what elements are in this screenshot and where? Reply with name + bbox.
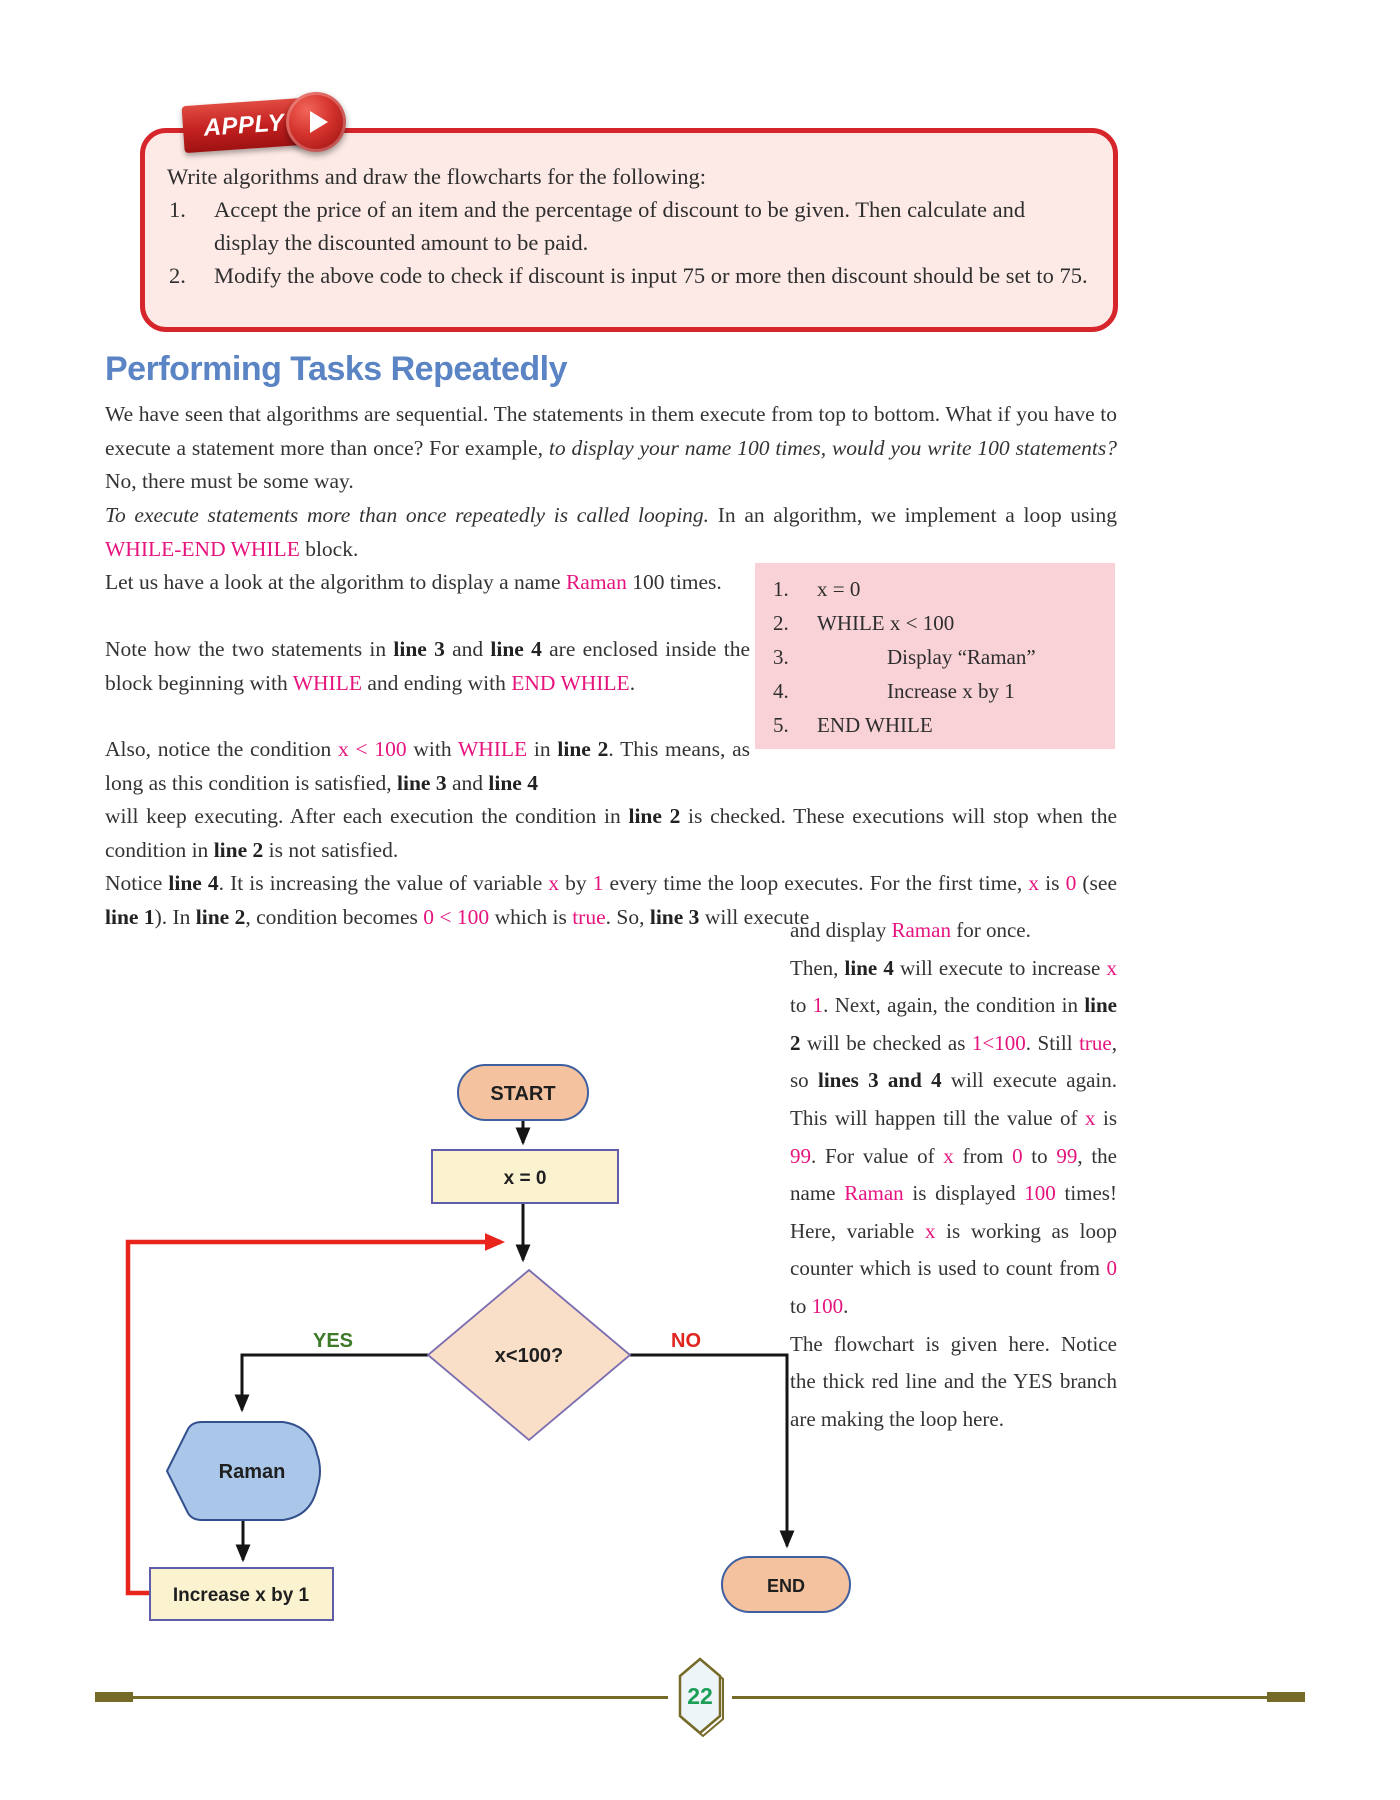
display-node: [165, 1421, 322, 1521]
init-node-label: x = 0: [504, 1168, 547, 1189]
algorithm-line-4-number: 4.: [773, 678, 789, 703]
algorithm-line-1-number: 1.: [773, 576, 789, 601]
section-title: Performing Tasks Repeatedly: [105, 350, 568, 388]
apply-play-icon: [286, 92, 346, 152]
flowchart-side-column: and display Raman for once. Then, line 4…: [790, 912, 1117, 1438]
loop-back-red-line: [125, 1233, 506, 1596]
apply-item-1-text: Accept the price of an item and the perc…: [214, 197, 1026, 255]
algorithm-line-2: 2. WHILE x < 100: [755, 606, 1115, 640]
paragraph-4: Note how the two statements in line 3 an…: [105, 637, 750, 695]
paragraph-9: Then, line 4 will execute to increase x …: [790, 955, 1118, 1318]
paragraph-1: We have seen that algorithms are sequent…: [105, 402, 1117, 493]
footer-rule-left-cap: [95, 1692, 133, 1702]
connector-no-branch: [630, 1353, 795, 1549]
paragraph-2: To execute statements more than once rep…: [105, 503, 1117, 561]
apply-exercise-box: Write algorithms and draw the flowcharts…: [140, 128, 1118, 332]
algorithm-line-4: 4. Increase x by 1: [755, 674, 1115, 708]
algorithm-line-1: 1. x = 0: [755, 572, 1115, 606]
page-number-badge: 22: [678, 1657, 724, 1738]
decision-node-label: x<100?: [495, 1345, 563, 1367]
apply-intro-text: Write algorithms and draw the flowcharts…: [167, 164, 706, 189]
end-node-label: END: [767, 1576, 805, 1596]
apply-item-2-number: 2.: [169, 263, 186, 288]
apply-badge-label: APPLY: [202, 108, 286, 142]
footer-rule-left: [95, 1696, 668, 1699]
paragraph-3: Let us have a look at the algorithm to d…: [105, 570, 722, 594]
yes-branch-label: YES: [313, 1330, 353, 1352]
algorithm-line-5-text: END WHILE: [817, 712, 933, 737]
start-node-label: START: [490, 1083, 555, 1105]
paragraph-7: Notice line 4. It is increasing the valu…: [105, 871, 1118, 929]
algorithm-line-1-text: x = 0: [817, 576, 861, 601]
start-node: [457, 1064, 589, 1121]
page-badge-hexagon: [678, 1657, 722, 1735]
connector-yes-branch: [234, 1353, 428, 1413]
apply-item-2-text: Modify the above code to check if discou…: [214, 263, 1088, 288]
footer-rule-right-cap: [1267, 1692, 1305, 1702]
algorithm-listing-box: 1. x = 0 2. WHILE x < 100 3. Display “Ra…: [755, 563, 1115, 749]
no-branch-label: NO: [671, 1330, 701, 1352]
paragraph-8: and display Raman for once.: [790, 918, 1031, 942]
page-number: 22: [687, 1683, 713, 1709]
increment-node: [149, 1567, 334, 1621]
algorithm-line-2-number: 2.: [773, 610, 789, 635]
algorithm-line-5-number: 5.: [773, 712, 789, 737]
decision-node: [426, 1268, 632, 1442]
footer-rule-right: [732, 1696, 1305, 1699]
algorithm-line-3: 3. Display “Raman”: [755, 640, 1115, 674]
algorithm-line-3-text: Display “Raman”: [887, 644, 1036, 669]
algorithm-line-4-text: Increase x by 1: [887, 678, 1015, 703]
paragraph-10: The flowchart is given here. Notice the …: [790, 1331, 1117, 1431]
play-triangle-icon: [310, 111, 328, 133]
increment-node-label: Increase x by 1: [173, 1585, 310, 1606]
apply-item-2: 2. Modify the above code to check if dis…: [167, 259, 1089, 292]
algorithm-line-3-number: 3.: [773, 644, 789, 669]
paragraph-6: will keep executing. After each executio…: [105, 804, 1117, 862]
algorithm-line-2-text: WHILE x < 100: [817, 610, 955, 635]
end-node: [721, 1556, 851, 1613]
display-node-label: Raman: [219, 1461, 286, 1483]
while-loop-flowchart: START x = 0 x<100? YES NO Raman Increase…: [125, 1064, 851, 1621]
apply-item-1-number: 1.: [169, 197, 186, 222]
algorithm-line-5: 5. END WHILE: [755, 708, 1115, 742]
init-node: [431, 1149, 619, 1204]
apply-item-1: 1. Accept the price of an item and the p…: [167, 193, 1089, 259]
paragraph-5: Also, notice the condition x < 100 with …: [105, 737, 751, 795]
